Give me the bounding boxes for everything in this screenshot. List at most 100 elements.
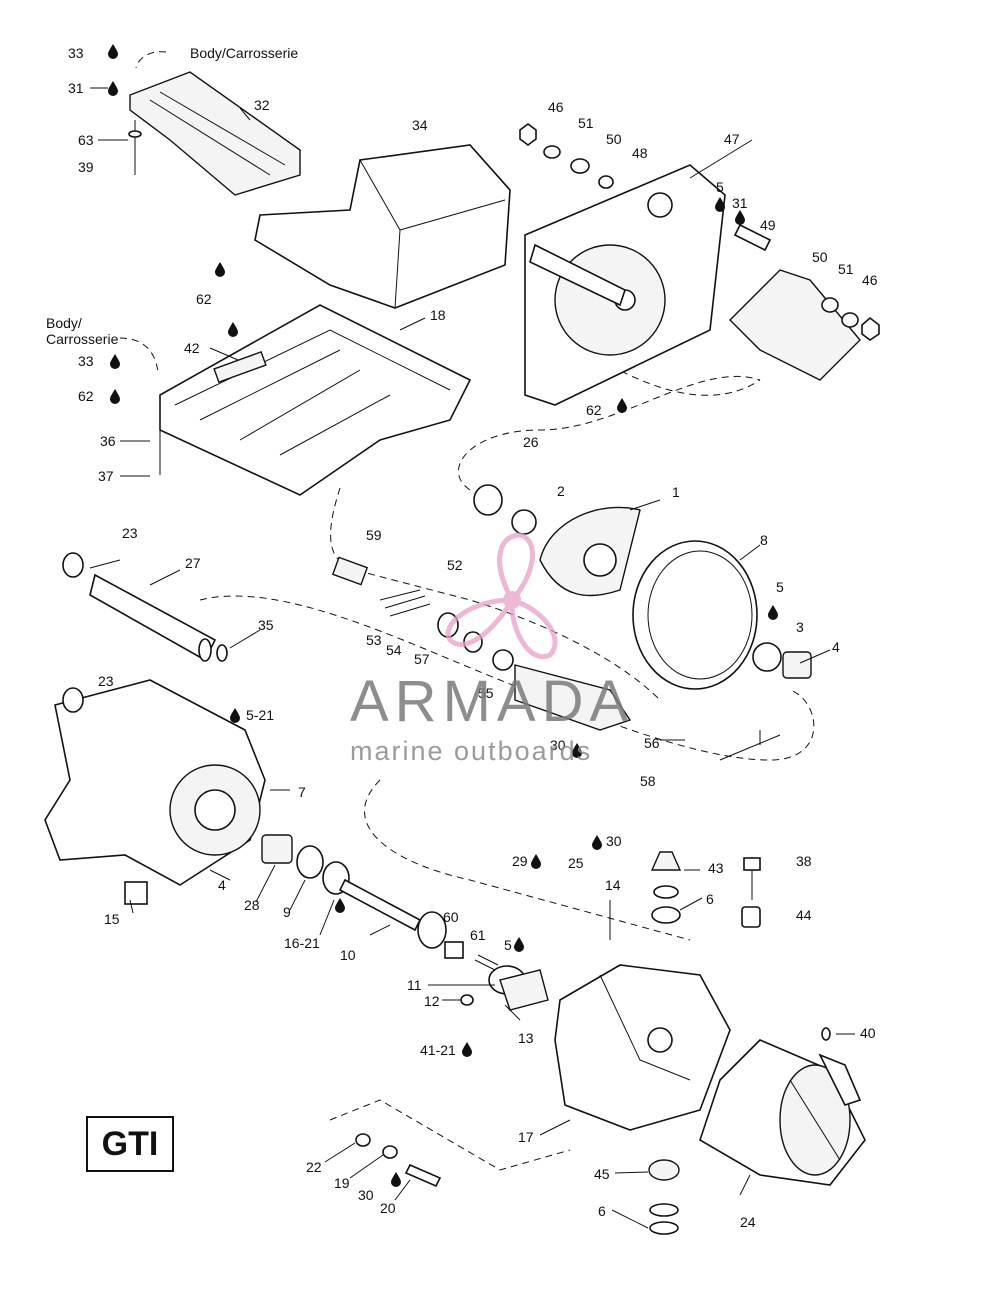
part-10-shaft [338,878,422,932]
part-17-housing [554,964,731,1131]
drop-icon [108,44,118,59]
callout-label: 5 [716,179,724,195]
callout-label: 5 [504,937,512,953]
callout-label: 7 [298,784,306,800]
callout-label: 16-21 [284,935,320,951]
model-badge: GTI [86,1116,174,1172]
callout-label: 10 [340,947,356,963]
callout-label: 43 [708,860,724,876]
drop-icon [228,322,238,337]
armada-logo-icon [445,532,558,660]
callout-label: 46 [862,272,878,288]
callout-label: 36 [100,433,116,449]
lubricant-drops [108,44,778,1187]
callout-label: 50 [606,131,622,147]
callout-label: 28 [244,897,260,913]
callout-label: 5 [776,579,784,595]
drop-icon [514,937,524,952]
part-38 [743,857,761,871]
callout-label: 56 [644,735,660,751]
callout-label: 39 [78,159,94,175]
part-27-shaft [89,573,217,662]
callout-label: 37 [98,468,114,484]
part-59 [331,556,369,586]
drop-icon [617,398,627,413]
part-9 [296,845,324,879]
callout-label: 11 [407,977,422,993]
callout-label: 60 [443,909,459,925]
callout-label: 12 [424,993,440,1009]
callout-label: 2 [557,483,565,499]
callout-label: 4 [218,877,226,893]
part-56-cone [514,664,632,731]
callout-label: 59 [366,527,382,543]
part-19 [382,1145,398,1159]
drop-icon [768,605,778,620]
callout-label: 29 [512,853,528,869]
callout-label: 48 [632,145,648,161]
drop-icon [230,708,240,723]
assembly-path [199,595,815,761]
part-32-bracket [129,71,301,196]
callout-labels: 3331633932346242183362363746515048475314… [68,45,878,1230]
callout-label: 19 [334,1175,350,1191]
callout-label: 26 [523,434,539,450]
part-61 [474,954,499,971]
part-45 [648,1159,680,1181]
callout-label: 54 [386,642,402,658]
callout-label: 30 [358,1187,374,1203]
callout-label: 5-21 [246,707,274,723]
callout-label: 35 [258,617,274,633]
body-pointer [119,337,159,373]
callout-label: 50 [812,249,828,265]
drop-icon [108,81,118,96]
callout-label: 46 [548,99,564,115]
drop-icon [215,262,225,277]
part-28 [261,834,293,864]
callout-label: 49 [760,217,776,233]
part-34-housing [254,144,511,309]
callout-label: 32 [254,97,270,113]
callout-label: 14 [605,877,621,893]
callout-label: 40 [860,1025,876,1041]
assembly-path [599,359,761,396]
drop-icon [531,854,541,869]
part-55 [492,649,514,671]
part-15 [124,881,148,905]
part-2 [511,509,537,535]
leader-lines [89,87,855,1229]
callout-label: 31 [68,80,84,96]
callout-label: 47 [724,131,740,147]
watermark-tagline: marine outboards [350,736,593,766]
part-60 [444,941,464,959]
assembly-path [330,487,661,701]
callout-label: 3 [796,619,804,635]
part-42 [213,350,267,384]
callout-label: 30 [606,833,622,849]
callout-label: 41-21 [420,1042,456,1058]
callout-label: 17 [518,1129,534,1145]
part-18-plate [159,304,472,496]
part-22 [355,1133,371,1147]
callout-label: 62 [196,291,212,307]
part-3 [752,642,782,672]
callout-label: 31 [732,195,748,211]
part-43 [650,851,682,871]
callout-label: 38 [796,853,812,869]
callout-label: 33 [78,353,94,369]
drop-icon [110,389,120,404]
callout-label: 23 [98,673,114,689]
callout-label: 13 [518,1030,534,1046]
callout-label: 62 [586,402,602,418]
part-44 [741,906,761,928]
drop-icon [592,835,602,850]
part-23 [62,552,84,578]
callout-label: 1 [672,484,680,500]
part-mount [729,269,861,381]
callout-label: 18 [430,307,446,323]
callout-label: 33 [68,45,84,61]
watermark-brand: ARMADA [350,669,635,734]
callout-label: 6 [706,891,714,907]
